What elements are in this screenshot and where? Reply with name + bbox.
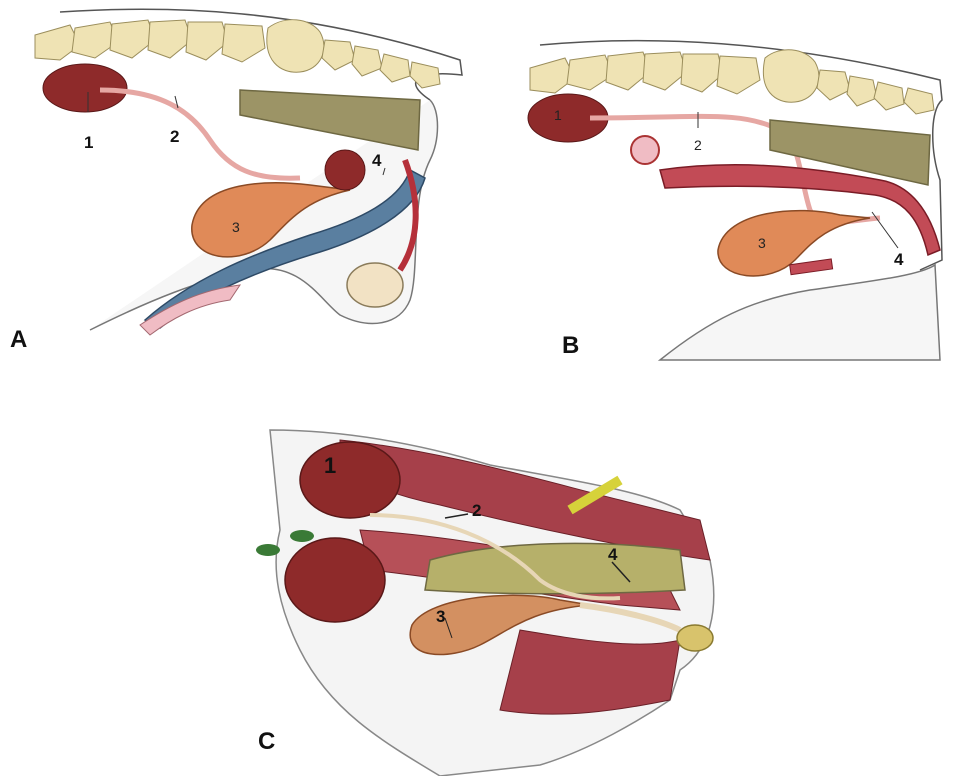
callout-2: 2 <box>694 138 702 152</box>
testis-a <box>347 263 403 307</box>
kidney-c-lower <box>285 538 385 622</box>
panel-b-illustration <box>480 0 950 370</box>
callout-3: 3 <box>436 608 445 625</box>
panel-label-a: A <box>10 328 27 352</box>
callout-3: 3 <box>758 236 766 250</box>
panel-label-c: C <box>258 730 275 754</box>
callout-1: 1 <box>554 108 562 122</box>
callout-4: 4 <box>608 546 617 563</box>
callout-2: 2 <box>472 502 481 519</box>
kidney-c-upper <box>300 442 400 518</box>
panel-label-b: B <box>562 334 579 358</box>
panel-b: 1 2 3 4 B <box>480 0 950 370</box>
callout-4: 4 <box>372 152 381 169</box>
callout-2: 2 <box>170 128 179 145</box>
panel-a-illustration <box>0 0 470 370</box>
callout-1: 1 <box>84 134 93 151</box>
panel-a: 1 2 3 4 A <box>0 0 470 370</box>
panel-c: 1 2 3 4 C <box>240 410 740 776</box>
rectum-a <box>240 90 420 150</box>
callout-4: 4 <box>894 251 903 268</box>
panel-c-illustration <box>240 410 740 776</box>
callout-3: 3 <box>232 220 240 234</box>
callout-1: 1 <box>324 455 336 477</box>
